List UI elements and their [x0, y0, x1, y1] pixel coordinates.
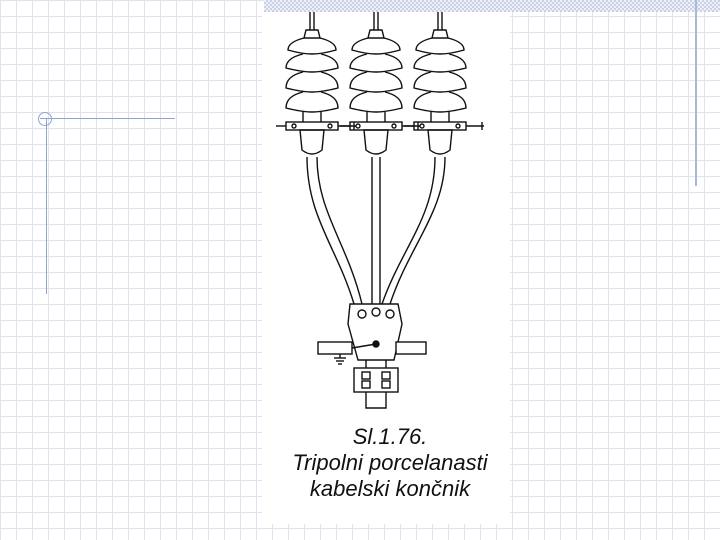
- figure-title-line2: kabelski končnik: [309, 476, 471, 501]
- figure-number: Sl.1.76.: [352, 424, 428, 449]
- cable-termination-diagram: [275, 12, 485, 409]
- figure-caption: Sl.1.76. Tripolni porcelanasti kabelski …: [250, 424, 530, 502]
- decorative-horizontal-line: [40, 118, 175, 119]
- figure-panel: [262, 12, 510, 524]
- top-decorative-band: [264, 0, 720, 12]
- decorative-circle: [38, 112, 52, 126]
- decorative-right-rule: [695, 0, 697, 186]
- figure-title-line1: Tripolni porcelanasti: [292, 450, 488, 475]
- decorative-vertical-line: [46, 118, 47, 294]
